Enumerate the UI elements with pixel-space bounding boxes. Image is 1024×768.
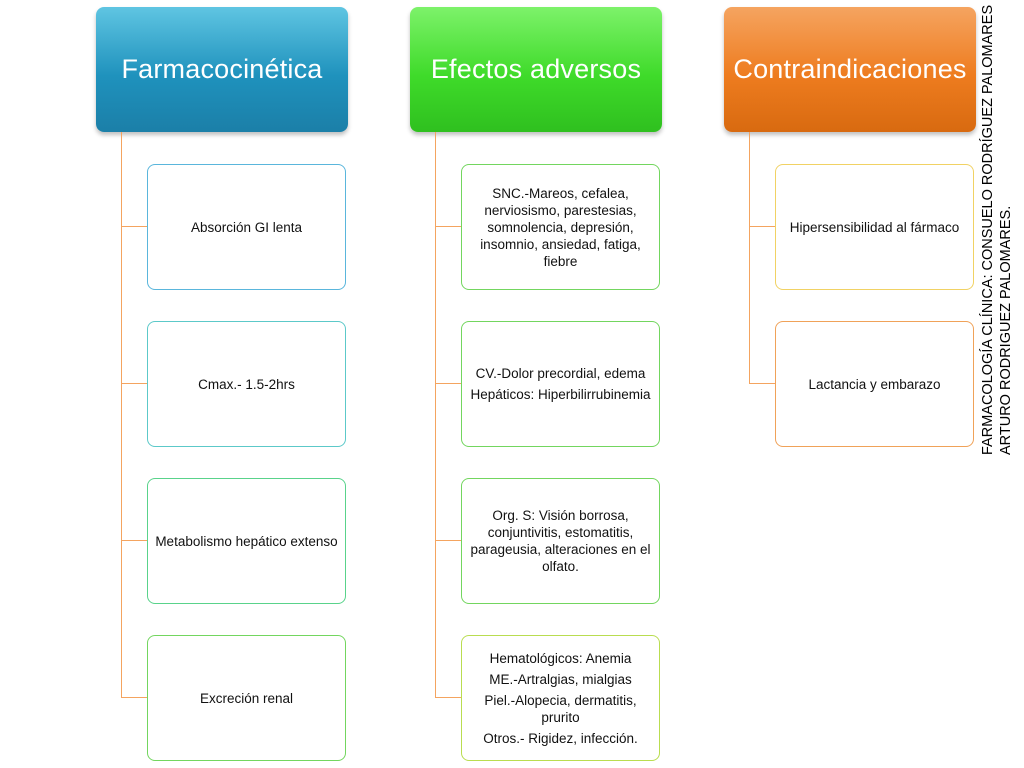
item-snc: SNC.-Mareos, cefalea, nerviosismo, pares… <box>461 164 660 290</box>
item-absorcion: Absorción GI lenta <box>147 164 346 290</box>
item-excrecion: Excreción renal <box>147 635 346 761</box>
connector-horizontal <box>435 226 461 227</box>
item-text: Hematológicos: Anemia <box>489 650 632 666</box>
item-text: SNC.-Mareos, cefalea, nerviosismo, pares… <box>480 185 641 269</box>
connector-vertical <box>121 132 122 698</box>
connector-horizontal <box>121 697 147 698</box>
connector-horizontal <box>749 383 775 384</box>
item-cmax: Cmax.- 1.5-2hrs <box>147 321 346 447</box>
connector-horizontal <box>435 697 461 698</box>
connector-horizontal <box>749 226 775 227</box>
item-text: Hepáticos: Hiperbilirrubinemia <box>470 387 651 402</box>
connector-vertical <box>749 132 750 384</box>
item-text: ME.-Artralgias, mialgias <box>489 671 632 687</box>
item-hipersensibilidad: Hipersensibilidad al fármaco <box>775 164 974 290</box>
item-organos-sentidos: Org. S: Visión borrosa, conjuntivitis, e… <box>461 478 660 604</box>
item-text: Metabolismo hepático extenso <box>155 533 338 549</box>
item-hematologicos: Hematológicos: Anemia ME.-Artralgias, mi… <box>461 635 660 761</box>
connector-horizontal <box>121 226 147 227</box>
item-text: CV.-Dolor precordial, edema <box>475 366 646 381</box>
item-metabolismo: Metabolismo hepático extenso <box>147 478 346 604</box>
item-lactancia: Lactancia y embarazo <box>775 321 974 447</box>
connector-horizontal <box>121 383 147 384</box>
item-text: Lactancia y embarazo <box>808 376 941 392</box>
item-text: Absorción GI lenta <box>190 219 303 235</box>
connector-horizontal <box>121 540 147 541</box>
connector-vertical <box>435 132 436 698</box>
connector-horizontal <box>435 383 461 384</box>
item-text: Otros.- Rigidez, infección. <box>483 730 638 746</box>
credits-line-1: FARMACOLOGÍA CLÍNICA: CONSUELO RODRÍGUEZ… <box>980 4 996 455</box>
item-text: Excreción renal <box>199 690 294 706</box>
header-efectos-adversos: Efectos adversos <box>410 7 662 132</box>
credits-text: FARMACOLOGÍA CLÍNICA: CONSUELO RODRÍGUEZ… <box>979 4 1015 455</box>
item-cv-hepaticos: CV.-Dolor precordial, edema Hepáticos: H… <box>461 321 660 447</box>
header-farmacocinetica: Farmacocinética <box>96 7 348 132</box>
item-text: Org. S: Visión borrosa, conjuntivitis, e… <box>470 508 651 574</box>
credits-line-2: ARTURO RODRIGUEZ PALOMARES. <box>998 205 1014 455</box>
item-text: Hipersensibilidad al fármaco <box>789 219 960 235</box>
item-text: Piel.-Alopecia, dermatitis, prurito <box>484 692 637 725</box>
header-contraindicaciones: Contraindicaciones <box>724 7 976 132</box>
item-text: Cmax.- 1.5-2hrs <box>198 376 295 392</box>
connector-horizontal <box>435 540 461 541</box>
